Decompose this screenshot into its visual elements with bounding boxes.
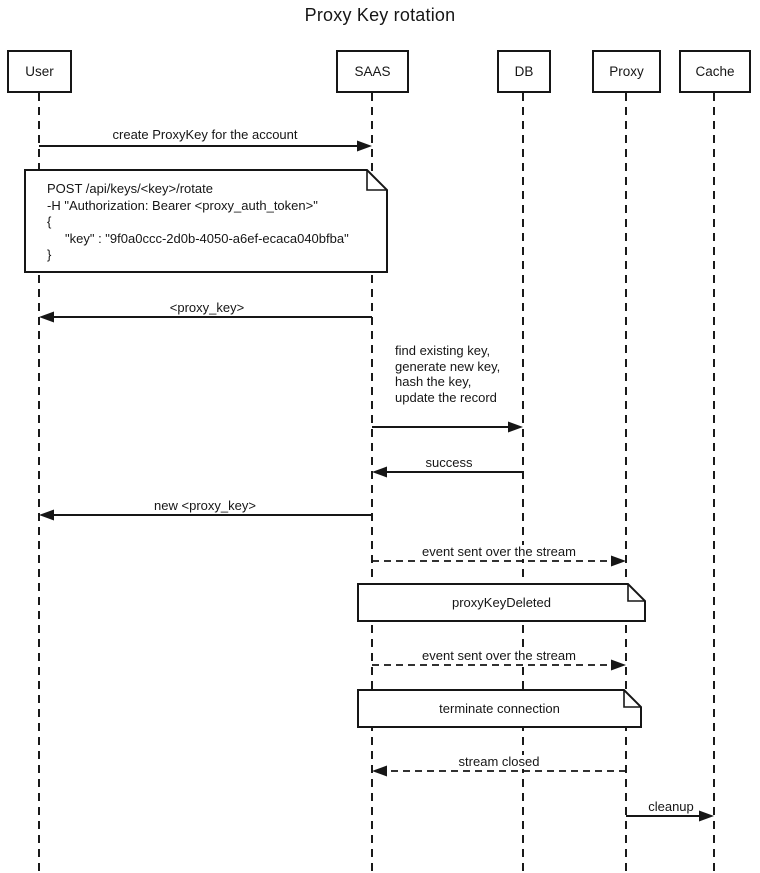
db-action-note-line: generate new key, bbox=[395, 358, 501, 374]
proxykeydeleted-note-label: proxyKeyDeleted bbox=[452, 595, 551, 610]
message-label-stream-closed: stream closed bbox=[454, 755, 544, 769]
request-note-line: POST /api/keys/<key>/rotate bbox=[47, 181, 213, 196]
request-note-line: } bbox=[47, 247, 52, 262]
message-label-event-stream-1: event sent over the stream bbox=[418, 545, 580, 559]
message-label-success: success bbox=[421, 456, 477, 470]
terminate-note-fold-icon bbox=[623, 690, 641, 708]
actor-cache: Cache bbox=[679, 50, 751, 93]
actor-cache-label: Cache bbox=[695, 64, 735, 79]
diagram-title: Proxy Key rotation bbox=[304, 5, 456, 25]
message-label-create-proxykey: create ProxyKey for the account bbox=[108, 128, 302, 142]
actor-user: User bbox=[7, 50, 72, 93]
note-shapes bbox=[24, 169, 646, 728]
message-arrows bbox=[39, 140, 714, 822]
actor-db-label: DB bbox=[514, 64, 534, 79]
arrowhead-left-icon bbox=[372, 466, 387, 478]
arrowhead-right-icon bbox=[611, 555, 626, 567]
request-note: POST /api/keys/<key>/rotate -H "Authoriz… bbox=[25, 170, 387, 264]
message-label-new-proxy-key: new <proxy_key> bbox=[150, 499, 260, 513]
db-action-note-line: update the record bbox=[395, 389, 497, 405]
message-label-event-stream-2: event sent over the stream bbox=[418, 649, 580, 663]
actor-proxy-label: Proxy bbox=[609, 64, 644, 79]
message-label-proxy-key: <proxy_key> bbox=[165, 301, 249, 315]
request-note-fold-icon bbox=[366, 170, 387, 191]
terminate-note-shape bbox=[357, 689, 642, 728]
request-note-line: -H "Authorization: Bearer <proxy_auth_to… bbox=[47, 197, 318, 213]
request-note-shape bbox=[24, 169, 388, 273]
arrowhead-left-icon bbox=[39, 311, 54, 323]
arrowhead-left-icon bbox=[39, 509, 54, 521]
terminate-connection-note-label: terminate connection bbox=[439, 701, 560, 716]
actor-saas: SAAS bbox=[336, 50, 409, 93]
message-label-cleanup: cleanup bbox=[644, 800, 698, 814]
proxykeydeleted-note-fold-icon bbox=[627, 584, 645, 602]
request-note-line: "key" : "9f0a0ccc-2d0b-4050-a6ef-ecaca04… bbox=[65, 230, 349, 246]
arrowhead-right-icon bbox=[357, 140, 372, 152]
request-note-line: { bbox=[47, 214, 52, 229]
actor-proxy: Proxy bbox=[592, 50, 661, 93]
actor-saas-label: SAAS bbox=[354, 64, 391, 79]
actor-user-label: User bbox=[25, 64, 54, 79]
actor-db: DB bbox=[497, 50, 551, 93]
arrowhead-left-icon bbox=[372, 765, 387, 777]
arrowhead-right-icon bbox=[508, 421, 523, 433]
db-action-note-line: find existing key, bbox=[395, 343, 491, 358]
db-action-note-line: hash the key, bbox=[395, 374, 472, 389]
arrowhead-right-icon bbox=[699, 810, 714, 822]
proxykeydeleted-note-shape bbox=[357, 583, 646, 622]
arrowhead-right-icon bbox=[611, 659, 626, 671]
db-action-note: find existing key, generate new key, has… bbox=[395, 343, 501, 405]
